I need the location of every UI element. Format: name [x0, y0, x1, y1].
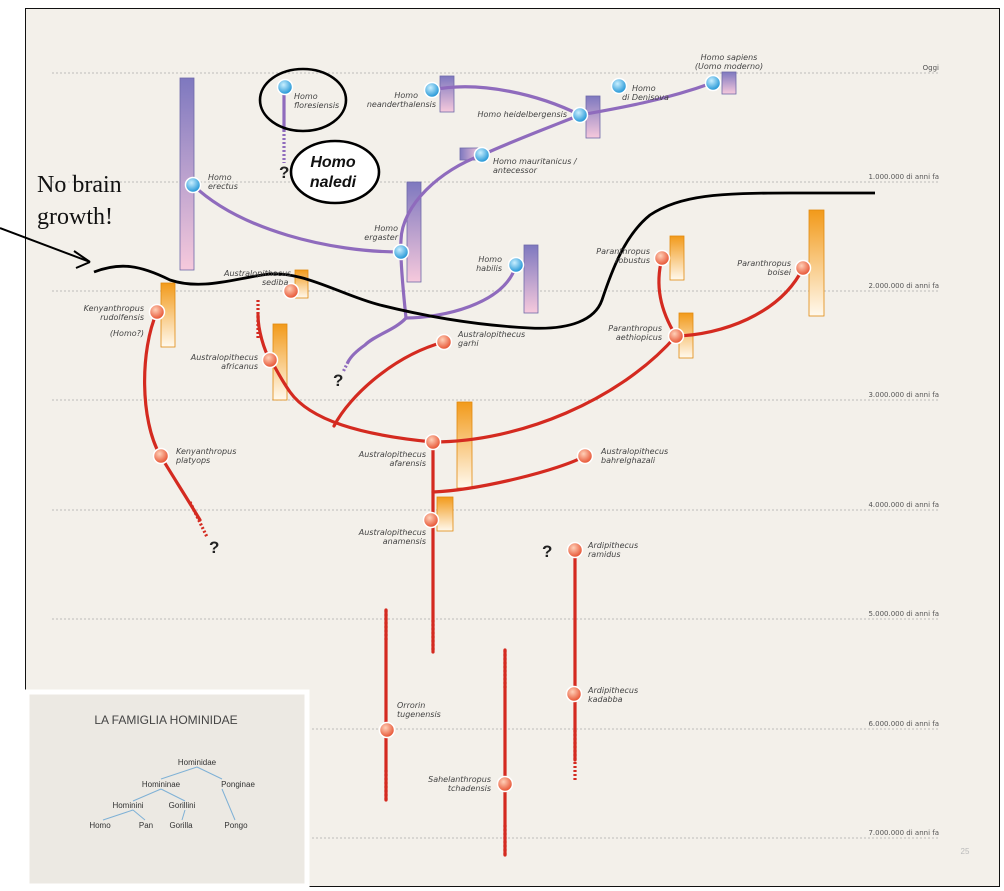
legend-gorillini: Gorillini	[169, 801, 196, 810]
node-au-afarensis	[424, 433, 442, 451]
annotation-text-line1: No brain	[37, 172, 122, 198]
australopith-branches	[143, 256, 805, 857]
question-marks: ? ? ? ?	[209, 163, 552, 561]
naledi-label-line2: naledi	[310, 174, 357, 191]
homo-nodes	[184, 74, 722, 274]
legend-ponginae: Ponginae	[221, 780, 255, 789]
question-mark-ramidus: ?	[542, 542, 552, 561]
time-label-2: 2.000.000 di anni fa	[868, 282, 939, 290]
legend-gorilla: Gorilla	[169, 821, 193, 830]
node-au-anamensis	[422, 511, 440, 529]
node-kenyanthropus-rudolfensis	[148, 303, 166, 321]
time-label-4: 4.000.000 di anni fa	[868, 501, 939, 509]
node-homo-erectus	[184, 176, 202, 194]
timeline-labels: Oggi 1.000.000 di anni fa 2.000.000 di a…	[868, 64, 939, 837]
node-ardipithecus-kadabba	[565, 685, 583, 703]
node-paranthropus-robustus	[653, 249, 671, 267]
australopith-nodes	[148, 249, 812, 793]
page-number: 25	[961, 847, 970, 856]
label-homo-sapiens: Homo sapiens(Uomo moderno)	[695, 53, 763, 71]
node-homo-mauritanicus	[473, 146, 491, 164]
homo-uncertain-branches	[282, 130, 350, 373]
node-sahelanthropus	[496, 775, 514, 793]
australopith-uncertain-branches	[188, 300, 577, 857]
annotation-text-line2: growth!	[37, 204, 113, 230]
legend-title: LA FAMIGLIA HOMINIDAE	[94, 713, 237, 727]
question-mark-floresiensis: ?	[279, 163, 289, 182]
annotation-arrow-head	[73, 250, 91, 269]
annotation-arrow	[0, 227, 91, 263]
no-brain-growth-line	[93, 191, 875, 330]
legend-panel: LA FAMIGLIA HOMINIDAE Hominidae Hominina…	[24, 689, 310, 889]
legend-hominidae: Hominidae	[178, 758, 217, 767]
legend-hominini: Hominini	[112, 801, 143, 810]
legend-homininae: Homininae	[142, 780, 181, 789]
node-homo-habilis	[507, 256, 525, 274]
time-label-5: 5.000.000 di anni fa	[868, 610, 939, 618]
floresiensis-highlight-oval	[258, 67, 348, 133]
question-mark-platyops: ?	[209, 538, 219, 557]
label-homo-mauritanicus: Homo mauritanicus /antecessor	[493, 157, 578, 175]
node-homo-denisova	[610, 77, 628, 95]
time-label-0: Oggi	[923, 64, 939, 72]
node-homo-floresiensis	[276, 78, 294, 96]
time-label-7: 7.000.000 di anni fa	[868, 829, 939, 837]
time-label-6: 6.000.000 di anni fa	[868, 720, 939, 728]
legend-pan: Pan	[139, 821, 153, 830]
legend-pongo: Pongo	[224, 821, 248, 830]
node-homo-ergaster	[392, 243, 410, 261]
node-orrorin	[378, 721, 396, 739]
node-homo-neanderthalensis	[423, 81, 441, 99]
node-au-garhi	[435, 333, 453, 351]
legend-homo: Homo	[89, 821, 111, 830]
node-au-bahrelghazali	[576, 447, 594, 465]
node-paranthropus-aethiopicus	[667, 327, 685, 345]
legend-tree-lines	[102, 766, 236, 821]
naledi-label-line1: Homo	[310, 154, 356, 171]
node-paranthropus-boisei	[794, 259, 812, 277]
range-bars	[160, 71, 825, 532]
node-au-africanus	[261, 351, 279, 369]
label-homo-heidelbergensis: Homo heidelbergensis	[478, 110, 568, 119]
naledi-oval	[289, 139, 381, 205]
node-homo-sapiens	[704, 74, 722, 92]
node-ardipithecus-ramidus	[566, 541, 584, 559]
node-au-sediba	[282, 282, 300, 300]
question-mark-naledi: ?	[333, 371, 343, 390]
time-label-3: 3.000.000 di anni fa	[868, 391, 939, 399]
node-homo-heidelbergensis	[571, 106, 589, 124]
node-kenyanthropus-platyops	[152, 447, 170, 465]
time-label-1: 1.000.000 di anni fa	[868, 173, 939, 181]
homo-branches	[191, 81, 714, 364]
